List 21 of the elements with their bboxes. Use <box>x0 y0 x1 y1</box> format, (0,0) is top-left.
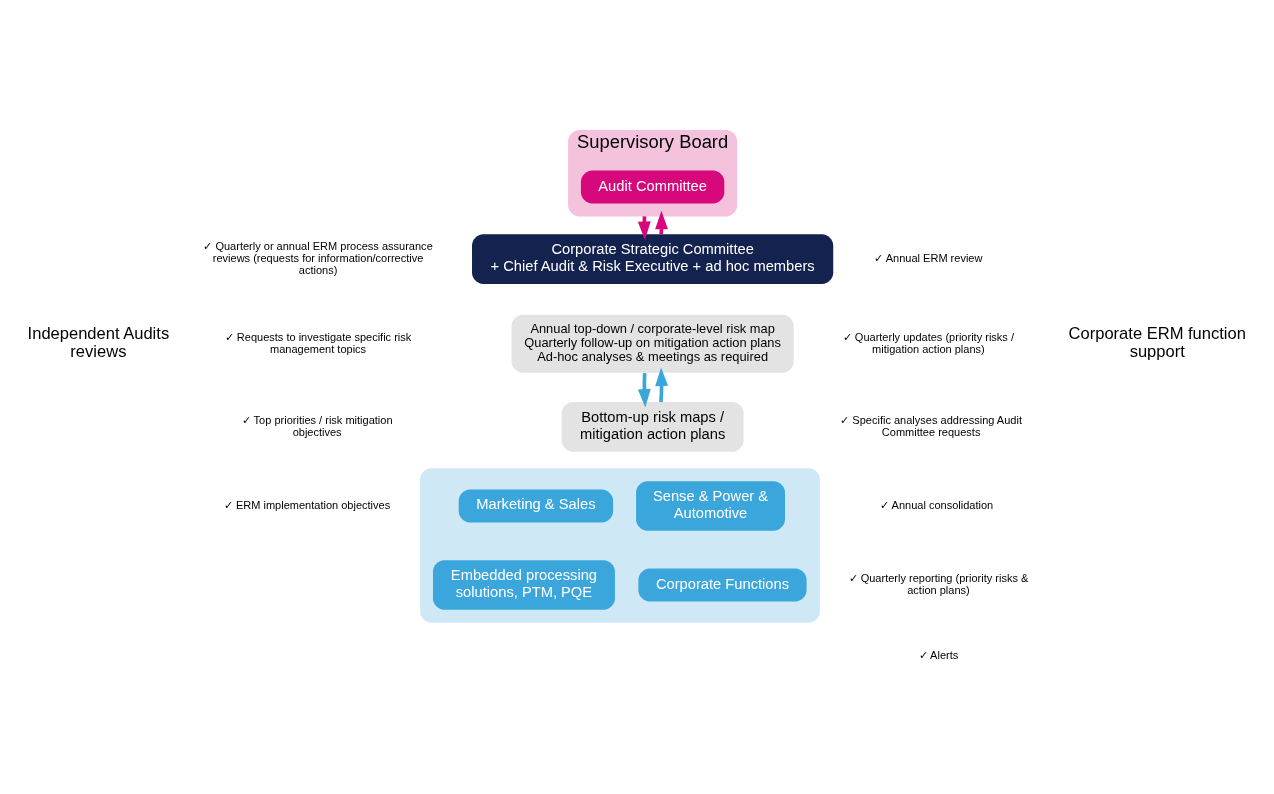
label: Independent Audits reviews <box>27 323 170 361</box>
label: ✓ Top priorities / risk mitigation objectives <box>241 413 393 438</box>
label: ✓ Annual ERM review <box>874 251 983 264</box>
node-box: Annual top-down / corporate-level risk map Quarterly follow-up on mitigation action plans Ad-hoc analyses & meetings as required <box>511 314 794 373</box>
node-box: Marketing & Sales <box>458 488 614 522</box>
node-box: Audit Committee <box>580 169 725 204</box>
node-box: Sense & Power & Automotive <box>636 480 785 531</box>
cluster <box>420 467 820 623</box>
node-box: Embedded processing solutions, PTM, PQE <box>432 559 615 610</box>
label: ✓ Quarterly or annual ERM process assurance reviews (requests for information/corrective actions) <box>203 239 433 276</box>
label: ✓ Requests to investigate specific risk management topics <box>224 330 412 355</box>
node-box: Corporate Functions <box>638 567 807 602</box>
label: ✓ Specific analyses addressing Audit Committee requests <box>840 413 1022 438</box>
node-box: Bottom-up risk maps / mitigation action plans <box>561 401 744 452</box>
label: Corporate ERM function support <box>1068 323 1246 361</box>
label: ✓ Quarterly updates (priority risks / mitigation action plans) <box>842 330 1014 355</box>
label: ✓ Alerts <box>918 648 959 661</box>
node-box: Corporate Strategic Committee + Chief Audit & Risk Executive + ad hoc members <box>472 233 834 284</box>
label: ✓ Quarterly reporting (priority risks & action plans) <box>848 571 1029 596</box>
label: ✓ ERM implementation objectives <box>223 498 391 511</box>
label: ✓ Annual consolidation <box>880 498 994 511</box>
